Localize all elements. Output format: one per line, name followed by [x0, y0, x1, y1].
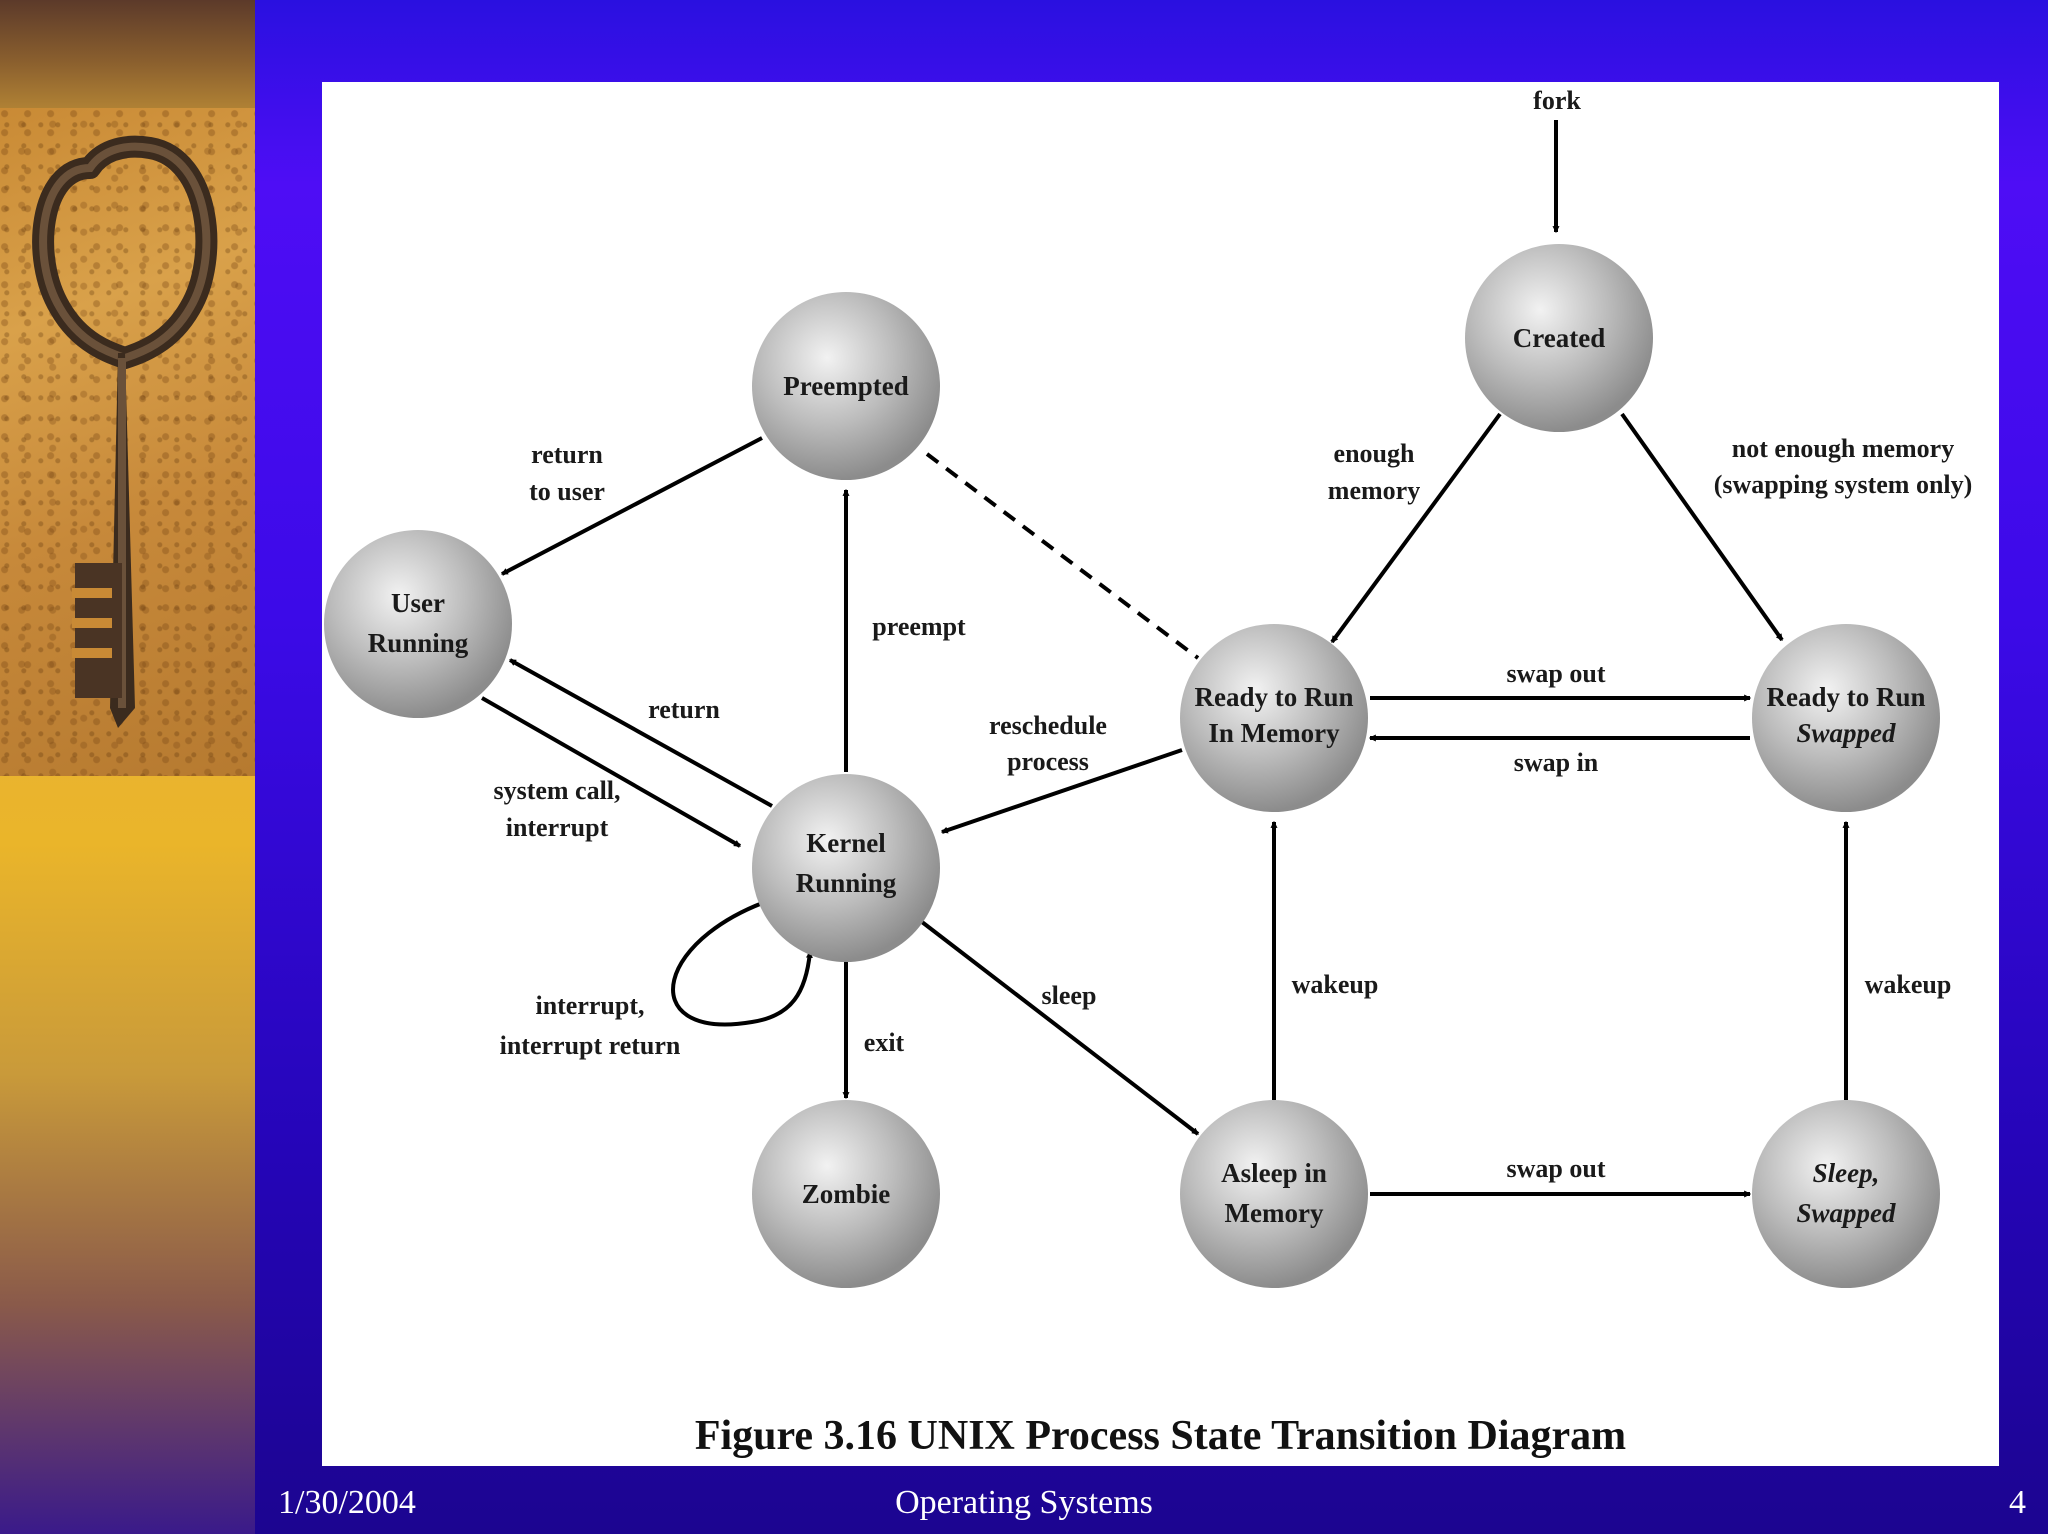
- key-image: [32, 135, 218, 728]
- state-transition-diagram: Created Preempted User Running Kernel Ru…: [324, 86, 1973, 1288]
- svg-text:Kernel: Kernel: [806, 828, 886, 858]
- svg-text:Preempted: Preempted: [783, 371, 908, 401]
- label-interrupt-1: interrupt,: [535, 991, 644, 1020]
- label-fork: fork: [1533, 86, 1581, 115]
- svg-text:Running: Running: [368, 628, 469, 658]
- label-swap-out-ready: swap out: [1507, 659, 1606, 688]
- node-created: Created: [1465, 244, 1653, 432]
- node-ready-in-memory: Ready to Run In Memory: [1180, 624, 1368, 812]
- label-exit: exit: [864, 1028, 905, 1057]
- label-swap-in: swap in: [1514, 748, 1599, 777]
- label-wakeup-swapped: wakeup: [1865, 970, 1952, 999]
- edge-return: [508, 658, 773, 808]
- edge-interrupt-loop: [671, 892, 813, 1027]
- label-reschedule-1: reschedule: [989, 711, 1107, 740]
- label-enough-memory-1: enough: [1334, 439, 1415, 468]
- label-system-call-2: interrupt: [506, 813, 609, 842]
- label-return-to-user-2: to user: [529, 477, 605, 506]
- footer-title: Operating Systems: [895, 1484, 1153, 1521]
- node-user-running: User Running: [324, 530, 512, 718]
- node-preempted: Preempted: [752, 292, 940, 480]
- label-not-enough-memory-1: not enough memory: [1732, 434, 1954, 463]
- svg-text:Zombie: Zombie: [802, 1179, 891, 1209]
- label-system-call-1: system call,: [493, 776, 620, 805]
- diagram-card: Created Preempted User Running Kernel Ru…: [322, 82, 1999, 1466]
- edge-reschedule: [940, 748, 1183, 834]
- key-photo: [0, 108, 255, 776]
- svg-text:Swapped: Swapped: [1796, 718, 1896, 748]
- label-reschedule-2: process: [1007, 747, 1089, 776]
- label-wakeup-memory: wakeup: [1292, 970, 1379, 999]
- node-ready-swapped: Ready to Run Swapped: [1752, 624, 1940, 812]
- label-enough-memory-2: memory: [1328, 476, 1420, 505]
- footer-date: 1/30/2004: [278, 1484, 416, 1521]
- svg-text:Memory: Memory: [1225, 1198, 1324, 1228]
- edge-enough-memory: [1330, 412, 1502, 644]
- svg-text:Ready to Run: Ready to Run: [1194, 682, 1353, 712]
- label-interrupt-2: interrupt return: [500, 1031, 681, 1060]
- node-kernel-running: Kernel Running: [752, 774, 940, 962]
- edge-system-call: [481, 696, 742, 848]
- svg-text:Created: Created: [1513, 323, 1605, 353]
- label-return-to-user-1: return: [531, 440, 603, 469]
- label-preempt: preempt: [872, 612, 966, 641]
- footer-page-number: 4: [2009, 1484, 2026, 1521]
- svg-text:Swapped: Swapped: [1796, 1198, 1896, 1228]
- label-not-enough-memory-2: (swapping system only): [1714, 470, 1973, 499]
- edge-sleep: [920, 920, 1200, 1136]
- node-zombie: Zombie: [752, 1100, 940, 1288]
- label-swap-out-sleep: swap out: [1507, 1154, 1606, 1183]
- label-return: return: [648, 695, 720, 724]
- node-asleep-in-memory: Asleep in Memory: [1180, 1100, 1368, 1288]
- edge-not-enough-memory: [1620, 412, 1784, 642]
- edge-preempted-dashed: [925, 452, 1200, 660]
- svg-text:Running: Running: [796, 868, 897, 898]
- figure-caption: Figure 3.16 UNIX Process State Transitio…: [694, 1413, 1627, 1459]
- svg-text:User: User: [391, 588, 445, 618]
- svg-text:In Memory: In Memory: [1208, 718, 1340, 748]
- svg-text:Asleep in: Asleep in: [1221, 1158, 1327, 1188]
- svg-text:Ready to Run: Ready to Run: [1766, 682, 1925, 712]
- node-sleep-swapped: Sleep, Swapped: [1752, 1100, 1940, 1288]
- label-sleep: sleep: [1042, 981, 1097, 1010]
- svg-text:Sleep,: Sleep,: [1813, 1158, 1880, 1188]
- edge-return-to-user: [500, 436, 763, 576]
